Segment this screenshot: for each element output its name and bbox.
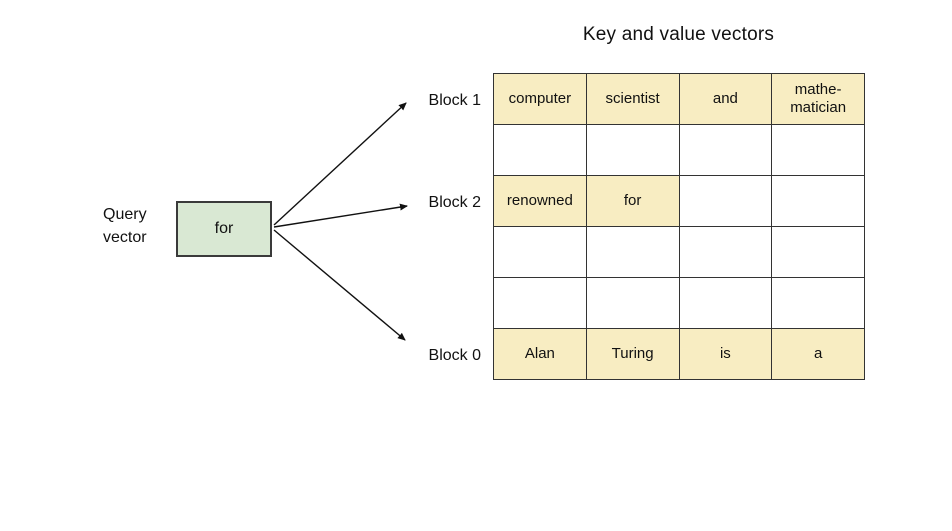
query-vector-label: Query vector [103, 206, 147, 246]
table-row [493, 124, 865, 176]
table-row [493, 226, 865, 278]
table-row [493, 277, 865, 329]
diagram-title: Key and value vectors [582, 24, 775, 45]
token-cell: renowned [493, 175, 587, 227]
empty-cell [771, 226, 865, 278]
arrow-to-block-2 [273, 203, 408, 228]
empty-cell [771, 124, 865, 176]
token-cell: mathe- matician [771, 73, 865, 125]
empty-cell [678, 175, 773, 227]
token-cell: Alan [493, 328, 587, 380]
empty-cell [771, 277, 865, 329]
empty-cell [678, 277, 773, 329]
empty-cell [493, 226, 587, 278]
token-cell: Turing [585, 328, 680, 380]
empty-cell [585, 277, 680, 329]
token-cell: scientist [585, 73, 680, 125]
token-cell: for [585, 175, 680, 227]
block-1-label: Block 1 [428, 92, 481, 109]
empty-cell [678, 226, 773, 278]
token-cell: and [678, 73, 773, 125]
empty-cell [585, 226, 680, 278]
arrow-to-block-1 [273, 102, 407, 226]
empty-cell [493, 277, 587, 329]
empty-cell [585, 124, 680, 176]
token-cell: is [678, 328, 773, 380]
token-cell: a [771, 328, 865, 380]
query-vector-box: for [176, 201, 272, 257]
empty-cell [771, 175, 865, 227]
empty-cell [678, 124, 773, 176]
token-cell: computer [493, 73, 587, 125]
arrow-to-block-0 [273, 229, 406, 341]
block-2-label: Block 2 [428, 194, 481, 211]
block-0-label: Block 0 [428, 347, 481, 364]
query-vector-value: for [214, 220, 234, 237]
empty-cell [493, 124, 587, 176]
